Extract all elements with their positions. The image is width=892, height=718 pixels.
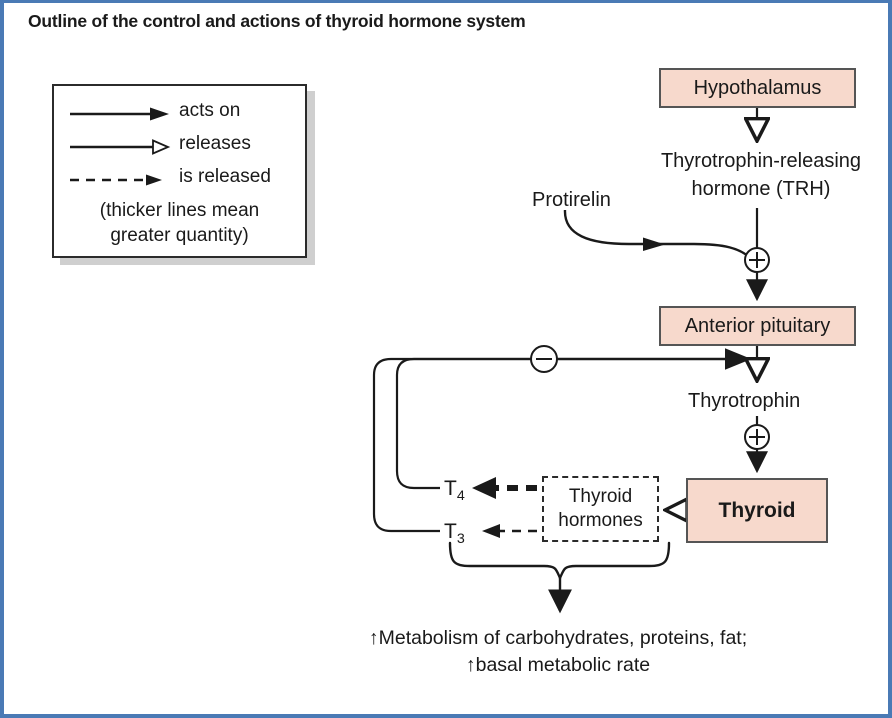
feedback-line-t4 — [395, 357, 531, 490]
feedback-line-t3 — [372, 357, 531, 533]
legend-label-acts-on: acts on — [179, 100, 241, 121]
label-outcome-line-1: ↑Metabolism of carbohydrates, — [368, 627, 635, 649]
node-thyroid-label: Thyroid — [718, 498, 796, 522]
label-protirelin: Protirelin — [532, 189, 611, 211]
label-t3: T3 — [444, 518, 465, 553]
arrowhead-t4 — [472, 477, 496, 499]
solid-filled-arrow-icon — [70, 107, 169, 121]
node-thyroid-hormones-label-line-1: Thyroid — [568, 486, 633, 507]
label-outcome-line-2: proteins, fat; ↑basal metabolic rate — [465, 627, 748, 676]
curve-protirelin-to-plus — [563, 209, 749, 257]
legend-item-acts-on: acts on — [54, 100, 305, 130]
arrowhead-protirelin — [643, 237, 665, 251]
node-thyroid[interactable]: Thyroid — [686, 478, 828, 543]
label-t4-base: T — [444, 477, 457, 500]
label-t3-subscript: 3 — [456, 531, 465, 548]
node-anterior-pituitary-label: Anterior pituitary — [684, 314, 831, 337]
label-t4-subscript: 4 — [456, 488, 465, 505]
node-hypothalamus[interactable]: Hypothalamus — [659, 68, 856, 108]
label-outcome: ↑Metabolism of carbohydrates, proteins, … — [348, 625, 768, 679]
label-t4: T4 — [444, 475, 465, 510]
node-thyroid-hormones-label-line-2: hormones — [558, 510, 643, 531]
brace-thyroid-hormones — [448, 541, 671, 581]
legend-note-line-1: (thicker lines mean — [99, 200, 260, 221]
node-hypothalamus-label: Hypothalamus — [693, 76, 822, 99]
dashed-filled-arrow-icon — [70, 174, 162, 186]
node-thyroid-hormones[interactable]: Thyroid hormones — [542, 476, 659, 542]
legend-box: acts on releases is released (thicker li… — [52, 84, 307, 258]
legend-item-is-released: is released — [54, 166, 305, 196]
label-trh: Thyrotrophin-releasing hormone (TRH) — [660, 150, 862, 200]
arrowhead-t3 — [482, 524, 500, 538]
legend-label-releases: releases — [179, 133, 251, 154]
legend-note-line-2: greater quantity) — [110, 225, 249, 246]
page-title: Outline of the control and actions of th… — [28, 11, 526, 31]
node-anterior-pituitary[interactable]: Anterior pituitary — [659, 306, 856, 346]
legend-item-releases: releases — [54, 133, 305, 163]
label-t3-base: T — [444, 520, 457, 543]
solid-hollow-arrow-icon — [70, 139, 171, 155]
label-thyrotrophin: Thyrotrophin — [688, 390, 801, 412]
diagram-connectors — [372, 108, 892, 614]
legend-label-is-released: is released — [179, 166, 271, 187]
